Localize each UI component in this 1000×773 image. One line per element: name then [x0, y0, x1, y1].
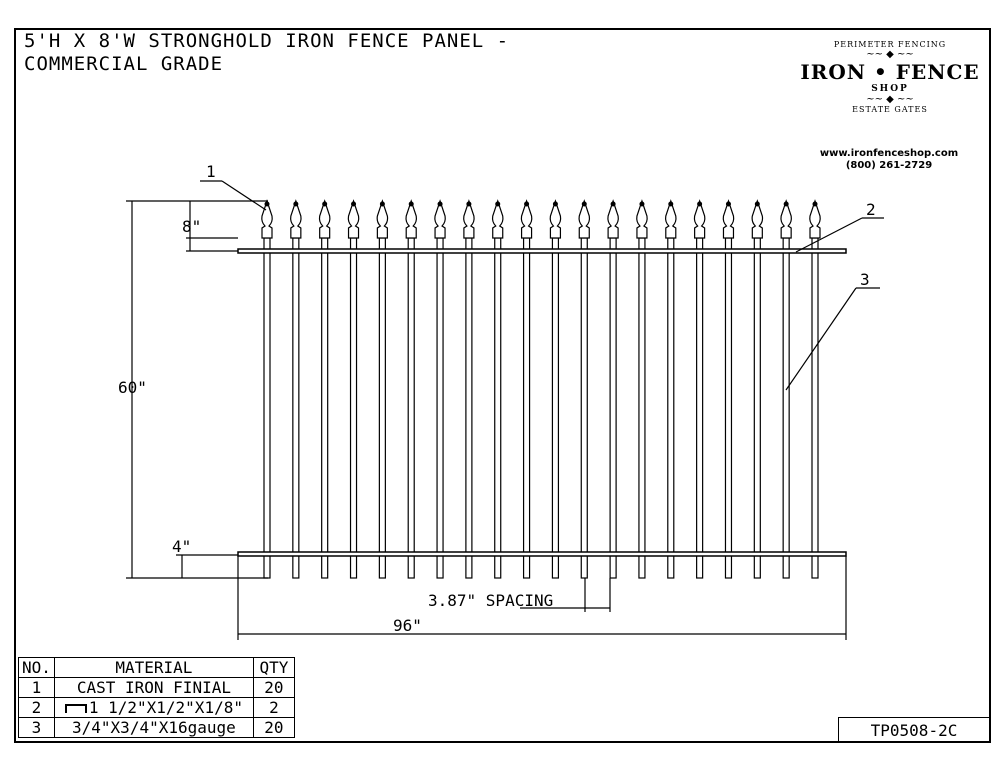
- picket: [463, 199, 475, 579]
- company-website[interactable]: www.ironfenceshop.com: [819, 148, 959, 159]
- bom-header-qty: QTY: [252, 657, 295, 678]
- bom-no: 1: [18, 677, 55, 698]
- finial: [405, 199, 417, 239]
- channel-icon: [64, 704, 87, 713]
- bom-no: 3: [18, 717, 55, 738]
- logo-flourish-icon: ~~ ◆ ~~: [866, 49, 914, 60]
- bom-header-no: NO.: [18, 657, 55, 678]
- logo-name: IRON • FENCE: [800, 60, 980, 84]
- finial: [290, 199, 302, 239]
- bom-header-row: NO. MATERIAL QTY: [18, 657, 295, 678]
- finial: [463, 199, 475, 239]
- company-phone: (800) 261-2729: [845, 160, 933, 171]
- picket: [347, 199, 360, 579]
- logo-arc-top: PERIMETER FENCING: [833, 40, 947, 49]
- picket: [780, 199, 792, 579]
- bom-row: 3 3/4"X3/4"X16gauge 20: [18, 717, 295, 738]
- spacing-label: 3.87" SPACING: [428, 591, 553, 610]
- width-label: 96": [393, 616, 422, 635]
- picket: [722, 199, 735, 579]
- picket: [376, 199, 389, 579]
- finial: [809, 199, 821, 239]
- picket: [693, 199, 706, 579]
- pickets-group: [261, 199, 821, 579]
- bom-material: 1 1/2"X1/2"X1/8": [88, 698, 243, 717]
- bom-material: 3/4"X3/4"X16gauge: [53, 717, 254, 738]
- finial: [780, 199, 792, 239]
- drawing-frame: [14, 28, 991, 743]
- bom-row: 2 1 1/2"X1/2"X1/8" 2: [18, 697, 295, 718]
- finial: [549, 199, 562, 239]
- drawing-title: 5'H X 8'W STRONGHOLD IRON FENCE PANEL - …: [24, 30, 509, 76]
- bom-header-material: MATERIAL: [53, 657, 254, 678]
- logo-shop: SHOP: [871, 84, 909, 94]
- bom-no: 2: [18, 697, 55, 718]
- picket: [318, 199, 331, 579]
- finial: [665, 199, 677, 239]
- picket: [405, 199, 417, 579]
- bottom-rail: [237, 551, 847, 557]
- bottom-clearance-label: 4": [172, 537, 191, 556]
- drawing-code: TP0508-2C: [838, 717, 989, 742]
- top-rail: [237, 248, 847, 254]
- finial: [376, 199, 389, 239]
- bom-qty: 2: [252, 697, 295, 718]
- company-logo: PERIMETER FENCING ~~ ◆ ~~ IRON • FENCE S…: [790, 30, 990, 114]
- picket: [665, 199, 677, 579]
- picket: [607, 199, 619, 579]
- finial-height-label: 8": [182, 217, 201, 236]
- bom-material: CAST IRON FINIAL: [53, 677, 254, 698]
- picket: [809, 199, 821, 579]
- picket: [491, 199, 504, 579]
- finial: [751, 199, 764, 239]
- height-dimension: [126, 200, 268, 579]
- picket: [261, 199, 273, 579]
- logo-arc-bottom: ESTATE GATES: [852, 105, 928, 114]
- logo-flourish-icon: ~~ ◆ ~~: [866, 94, 914, 105]
- bom-material-cell: 1 1/2"X1/2"X1/8": [53, 697, 254, 718]
- bom-qty: 20: [252, 717, 295, 738]
- picket: [434, 199, 446, 579]
- finial: [636, 199, 648, 239]
- finial: [693, 199, 706, 239]
- picket: [520, 199, 533, 579]
- finial: [434, 199, 446, 239]
- picket: [549, 199, 562, 579]
- picket: [751, 199, 764, 579]
- finial: [261, 199, 273, 239]
- bom-row: 1 CAST IRON FINIAL 20: [18, 677, 295, 698]
- bill-of-materials: NO. MATERIAL QTY 1 CAST IRON FINIAL 20 2…: [18, 657, 295, 738]
- finial: [578, 199, 591, 239]
- finial: [722, 199, 735, 239]
- picket: [290, 199, 302, 579]
- title-line-1: 5'H X 8'W STRONGHOLD IRON FENCE PANEL -: [24, 30, 510, 52]
- bom-qty: 20: [252, 677, 295, 698]
- callout-1: 1: [206, 162, 216, 181]
- callout-leaders: [200, 180, 884, 391]
- finial: [607, 199, 619, 239]
- width-dimension: [237, 556, 847, 640]
- finial: [318, 199, 331, 239]
- picket: [578, 199, 591, 579]
- finial: [347, 199, 360, 239]
- callout-2: 2: [866, 200, 876, 219]
- finial: [491, 199, 504, 239]
- finial: [520, 199, 533, 239]
- picket: [636, 199, 648, 579]
- title-line-2: COMMERCIAL GRADE: [24, 53, 224, 75]
- company-contact: www.ironfenceshop.com (800) 261-2729: [804, 148, 974, 172]
- panel-height-label: 60": [118, 378, 147, 397]
- callout-3: 3: [860, 270, 870, 289]
